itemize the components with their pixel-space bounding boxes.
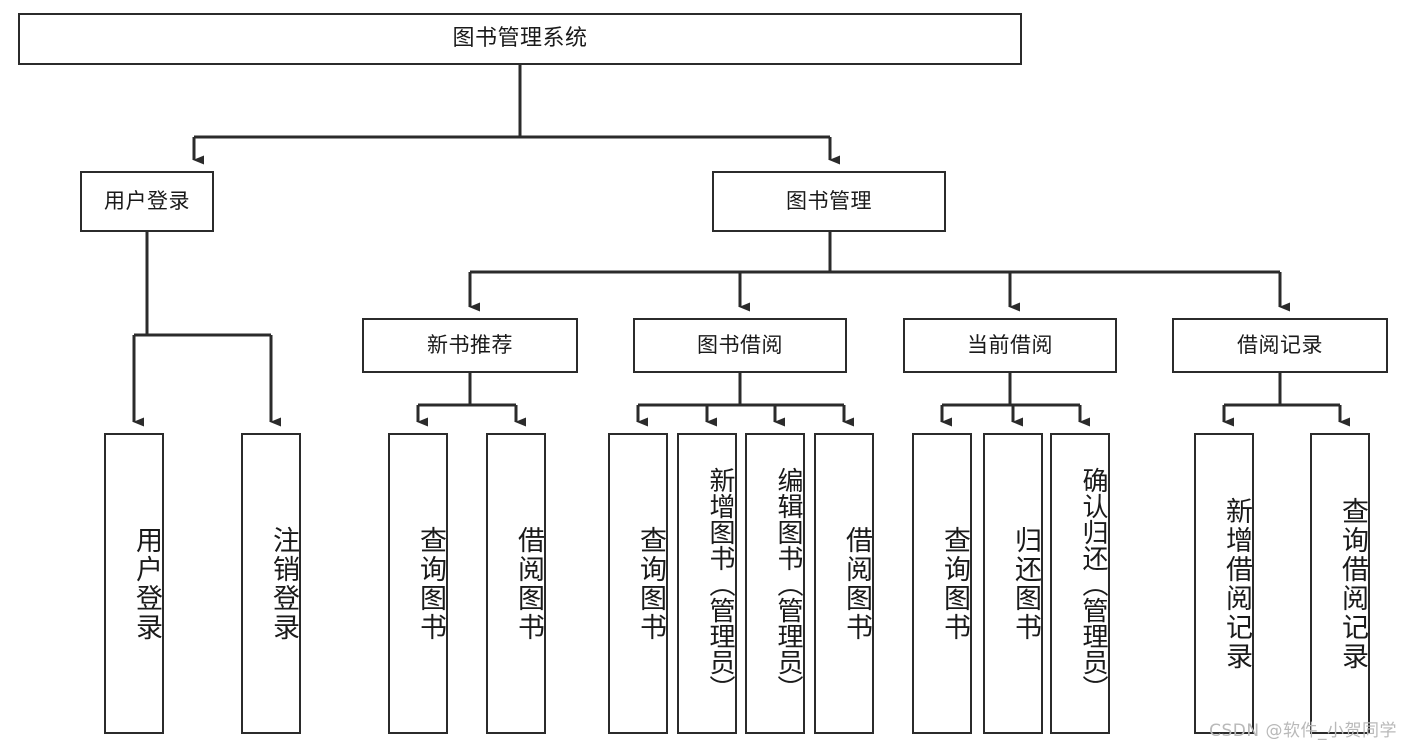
node-new-book-recommend[interactable]: 新书推荐 (362, 318, 578, 373)
leaf-borrow-book[interactable]: 借阅图书 (814, 433, 874, 734)
csdn-watermark: CSDN @软件_小贺同学 (1209, 721, 1397, 741)
leaf-user-login[interactable]: 用户登录 (104, 433, 164, 734)
node-label: 图书管理 (786, 189, 872, 214)
leaf-query-book-current[interactable]: 查询图书 (912, 433, 972, 734)
leaf-borrow-book-recommend[interactable]: 借阅图书 (486, 433, 546, 734)
leaf-logout[interactable]: 注销登录 (241, 433, 301, 734)
leaf-query-book-recommend[interactable]: 查询图书 (388, 433, 448, 734)
node-label: 借阅记录 (1237, 333, 1323, 358)
leaf-confirm-return-admin[interactable]: 确认归还（管理员） (1050, 433, 1110, 734)
node-label: 用户登录 (104, 189, 190, 214)
leaf-add-borrow-record[interactable]: 新增借阅记录 (1194, 433, 1254, 734)
leaf-edit-book-admin[interactable]: 编辑图书（管理员） (745, 433, 805, 734)
node-book-manage[interactable]: 图书管理 (712, 171, 946, 232)
node-label: 图书管理系统 (452, 26, 588, 52)
leaf-query-borrow-record[interactable]: 查询借阅记录 (1310, 433, 1370, 734)
node-root-system[interactable]: 图书管理系统 (18, 13, 1022, 65)
leaf-add-book-admin[interactable]: 新增图书（管理员） (677, 433, 737, 734)
node-label: 当前借阅 (967, 333, 1053, 358)
leaf-return-book[interactable]: 归还图书 (983, 433, 1043, 734)
node-label: 图书借阅 (697, 333, 783, 358)
node-current-borrow[interactable]: 当前借阅 (903, 318, 1117, 373)
node-borrow-record[interactable]: 借阅记录 (1172, 318, 1388, 373)
node-user-login[interactable]: 用户登录 (80, 171, 214, 232)
node-label: 新书推荐 (427, 333, 513, 358)
leaf-query-book-borrow[interactable]: 查询图书 (608, 433, 668, 734)
node-book-borrow[interactable]: 图书借阅 (633, 318, 847, 373)
